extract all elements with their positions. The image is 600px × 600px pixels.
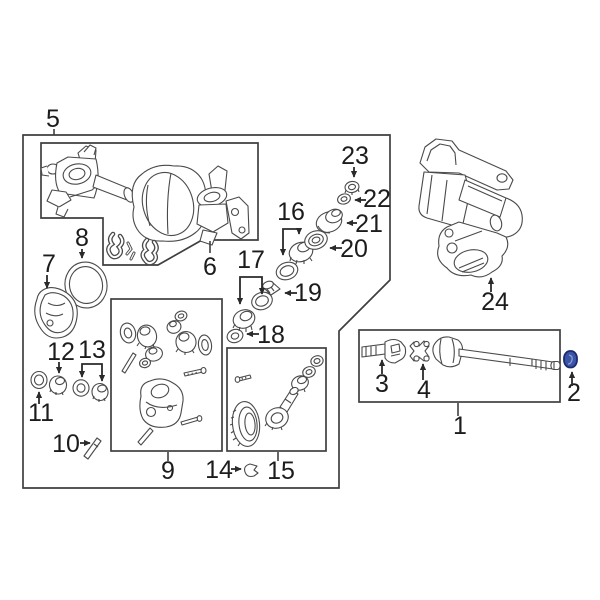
callout-11-label[interactable]: 11 [28, 399, 54, 427]
group-box-6 [40, 142, 259, 266]
callout-5-label[interactable]: 5 [46, 105, 60, 133]
callout-16-bracket [279, 227, 303, 256]
callout-1-label[interactable]: 1 [453, 412, 467, 440]
group-box-5 [22, 134, 391, 489]
part-21-spindle-nut [315, 208, 343, 234]
part-1-axle-shaft [432, 336, 561, 371]
callout-17-bracket [236, 276, 266, 305]
part-19-spacer [262, 280, 281, 296]
part-7-cover-gasket [34, 287, 78, 339]
part-20-bearing-cup [304, 230, 328, 250]
callout-20-label[interactable]: 20 [340, 235, 368, 263]
callout-17-label[interactable]: 17 [237, 246, 265, 274]
part-4-u-joint [409, 340, 430, 362]
callout-9-label[interactable]: 9 [161, 457, 175, 485]
callout-6-label[interactable]: 6 [203, 253, 217, 281]
callout-12-label[interactable]: 12 [47, 338, 75, 366]
part-2-seal-highlighted[interactable] [563, 350, 578, 369]
part-16-seal [275, 261, 299, 281]
part-3-inner-axle-shaft [361, 338, 407, 364]
part-18-washer [226, 328, 244, 344]
part-13-bearing [91, 382, 109, 402]
part-15-ring-and-pinion [229, 355, 324, 447]
part-12-bearing [48, 375, 68, 396]
callout-16-label[interactable]: 16 [277, 198, 305, 226]
callout-22-label[interactable]: 22 [363, 185, 391, 213]
callouts: 1 2 3 4 5 6 7 8 9 10 11 12 13 14 15 16 1 [28, 105, 581, 485]
callout-23-label[interactable]: 23 [341, 142, 369, 170]
callout-14-label[interactable]: 14 [205, 456, 233, 484]
part-22-washer [337, 193, 351, 205]
part-10-pin [83, 437, 102, 460]
callout-13-bracket [78, 363, 106, 382]
part-23-nut [344, 180, 360, 195]
callout-4-label[interactable]: 4 [417, 376, 431, 404]
callout-8-label[interactable]: 8 [75, 224, 89, 252]
part-17-bearing-nut [232, 309, 256, 332]
part-front-axle-housing [40, 144, 250, 246]
callout-3-label[interactable]: 3 [375, 370, 389, 398]
part-13-washer [72, 379, 90, 397]
callout-7-label[interactable]: 7 [42, 250, 56, 278]
callout-21-label[interactable]: 21 [355, 210, 383, 238]
callout-10-label[interactable]: 10 [52, 430, 80, 458]
callout-24-label[interactable]: 24 [481, 288, 509, 316]
part-14-clip [244, 463, 259, 478]
part-24-disconnect-housing [418, 138, 523, 278]
callout-2-label[interactable]: 2 [567, 379, 581, 407]
callout-19-label[interactable]: 19 [294, 279, 322, 307]
part-9-differential-internals [119, 310, 213, 446]
part-8-round-gasket [64, 261, 108, 309]
group-box-15 [226, 347, 327, 452]
callout-15-label[interactable]: 15 [267, 457, 295, 485]
callout-13-label[interactable]: 13 [78, 336, 106, 364]
group-box-9 [110, 298, 223, 452]
callout-18-label[interactable]: 18 [257, 321, 285, 349]
part-11-seal [30, 370, 48, 390]
part-retainer-clips [106, 231, 159, 266]
